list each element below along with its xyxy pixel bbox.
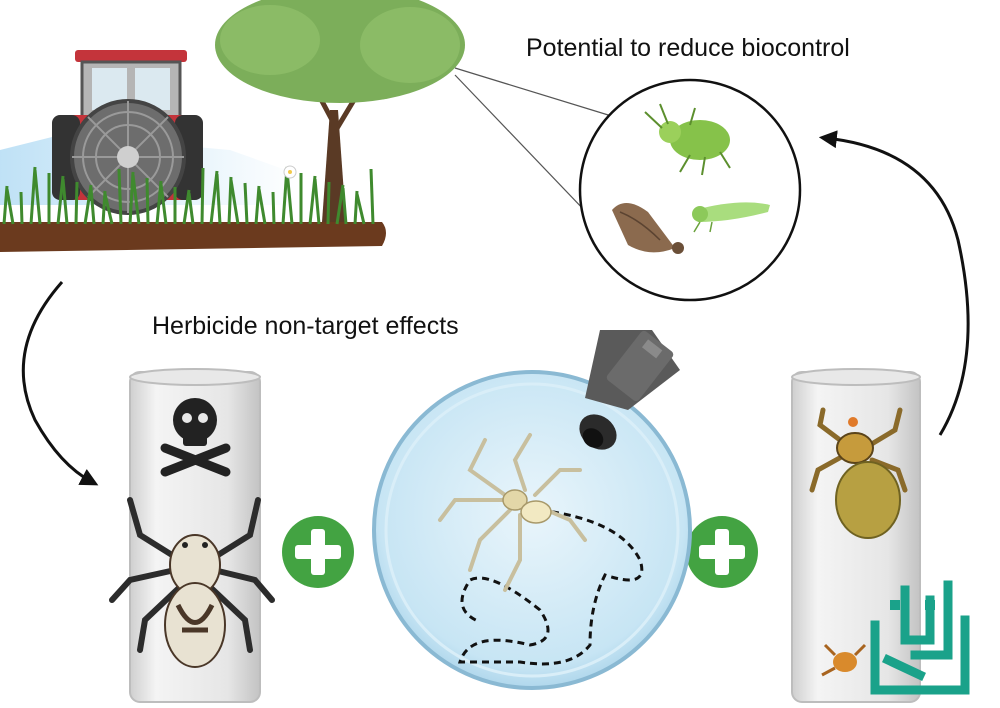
grass-blade bbox=[353, 190, 359, 225]
biocontrol-label: Potential to reduce biocontrol bbox=[526, 34, 850, 62]
grass-blade bbox=[103, 193, 114, 225]
grass-row bbox=[2, 166, 375, 225]
farm-scene bbox=[0, 0, 465, 252]
grass-blade bbox=[243, 182, 249, 225]
movement-trail bbox=[457, 508, 644, 666]
grass-blade bbox=[215, 173, 222, 225]
aphid-icon bbox=[644, 103, 731, 176]
grass-blade bbox=[200, 167, 205, 225]
grass-blade bbox=[341, 187, 348, 225]
arrow-farm-to-tube bbox=[21, 281, 99, 486]
flower-icon bbox=[283, 165, 297, 179]
grass-blade bbox=[313, 178, 321, 225]
small-spider-icon bbox=[821, 643, 867, 677]
plus-icon-left bbox=[282, 516, 354, 588]
tractor-sprayer-icon bbox=[52, 50, 203, 215]
spider-icon-dish bbox=[438, 433, 587, 592]
leafhopper-icon bbox=[692, 202, 770, 233]
connector-line-top bbox=[454, 67, 619, 119]
grass-blade bbox=[271, 191, 276, 225]
herbicide-label: Herbicide non-target effects bbox=[152, 312, 459, 340]
arrow-tube-to-circle bbox=[818, 130, 970, 436]
skull-crossbones-icon bbox=[160, 398, 231, 477]
grass-blade bbox=[117, 168, 123, 225]
grass-blade bbox=[33, 169, 42, 225]
petri-dish bbox=[372, 370, 692, 690]
plus-icon-right bbox=[686, 516, 758, 588]
insect-circle bbox=[578, 78, 802, 302]
soil-strip bbox=[0, 222, 386, 252]
grass-blade bbox=[355, 193, 366, 225]
grass-blade bbox=[61, 178, 69, 225]
moth-icon bbox=[612, 202, 684, 254]
grass-blade bbox=[131, 174, 141, 225]
grass-blade bbox=[5, 188, 15, 225]
tree-icon bbox=[215, 0, 465, 222]
right-tube bbox=[791, 368, 921, 703]
grass-blade bbox=[145, 177, 150, 225]
grass-blade bbox=[182, 189, 191, 225]
grass-blade bbox=[101, 190, 107, 225]
grass-blade bbox=[326, 181, 331, 225]
grass-blade bbox=[257, 188, 267, 225]
spider-icon bbox=[109, 497, 275, 668]
grass-blade bbox=[74, 181, 79, 225]
grass-blade bbox=[19, 191, 24, 225]
left-tube bbox=[109, 368, 275, 703]
grass-blade bbox=[89, 187, 96, 225]
grass-blade bbox=[229, 179, 240, 225]
grass-blade bbox=[159, 183, 168, 225]
camera-icon bbox=[579, 330, 680, 450]
watermark-logo bbox=[870, 580, 970, 695]
grass-blade bbox=[187, 192, 195, 225]
grass-blade bbox=[369, 168, 375, 225]
jumping-spider-icon bbox=[809, 407, 908, 539]
